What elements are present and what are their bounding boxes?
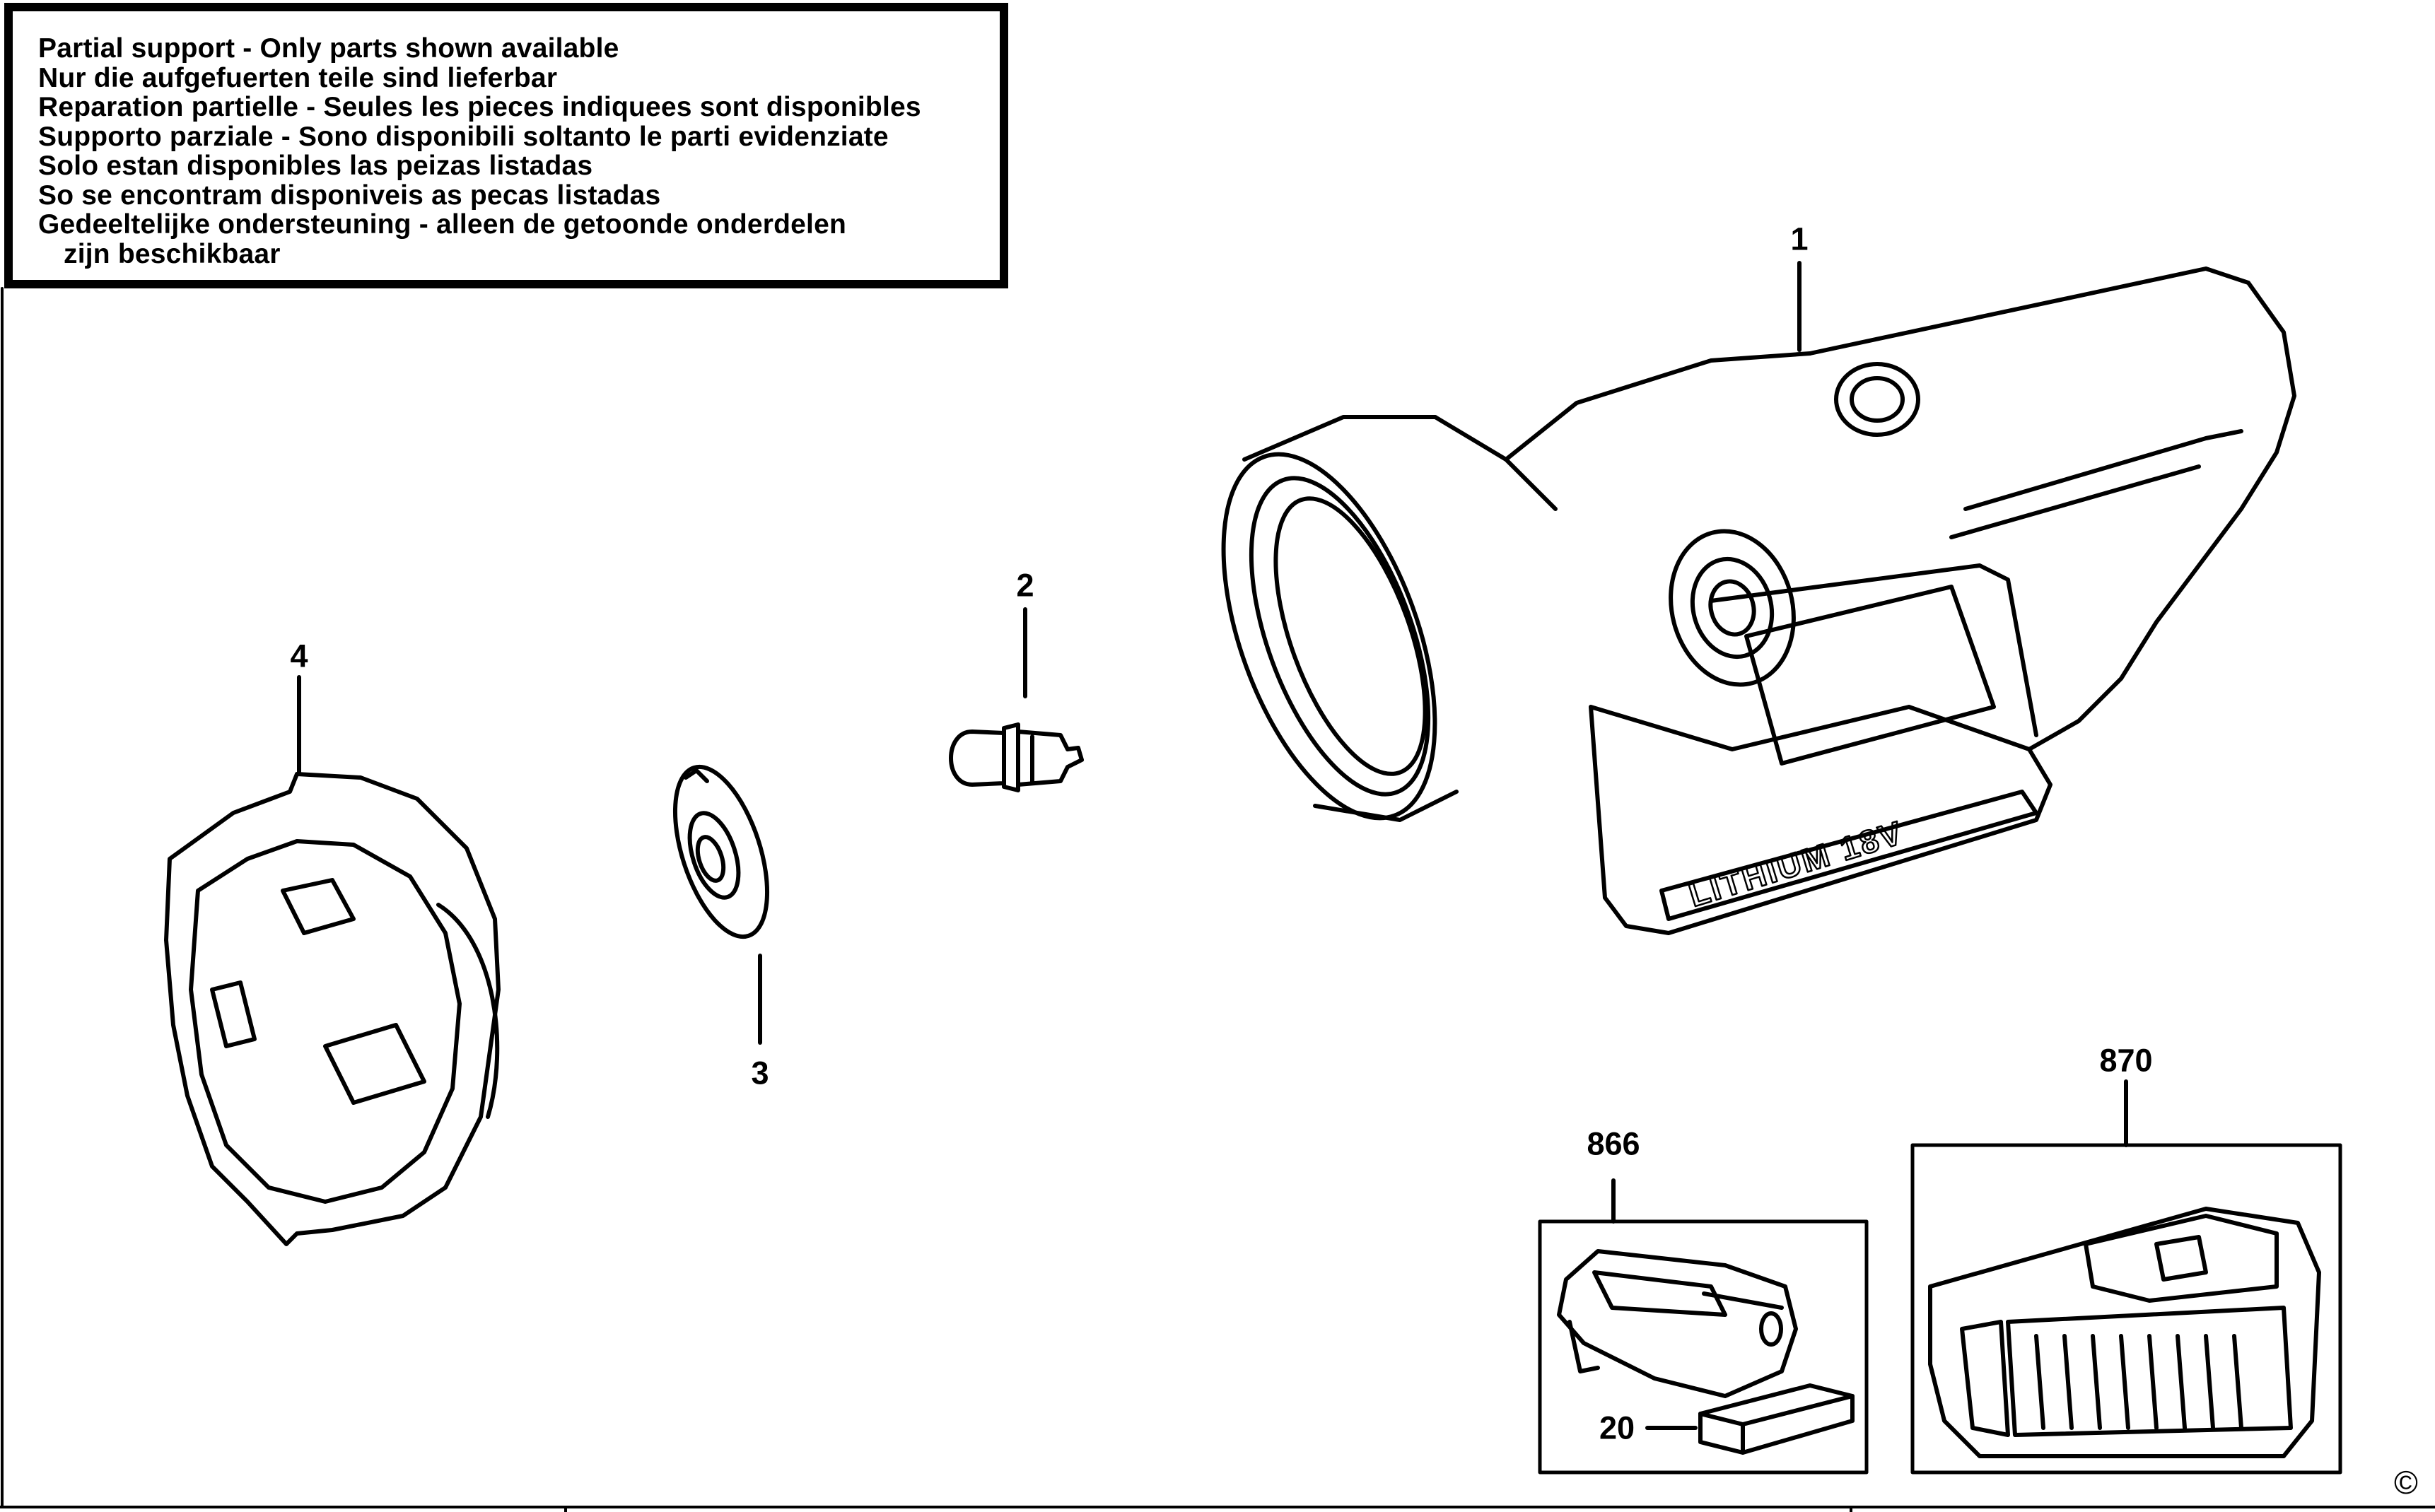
part-label-2: 2 — [1016, 567, 1034, 604]
battery-pack-box — [1538, 1219, 1869, 1475]
partial-support-notice: Partial support - Only parts shown avail… — [4, 3, 1008, 288]
notice-line-en: Partial support - Only parts shown avail… — [38, 33, 619, 64]
lithium-18v-marking: LITHIUM 18V — [1685, 814, 1908, 914]
notice-line-nl: Gedeeltelijke ondersteuning - alleen de … — [38, 209, 847, 240]
battery-pack-drawing — [1557, 1249, 1798, 1398]
part-label-866: 866 — [1587, 1125, 1640, 1162]
notice-line-fr: Reparation partielle - Seules les pieces… — [38, 92, 921, 122]
notice-line-pt: So se encontram disponiveis as pecas lis… — [38, 180, 661, 211]
copyright-symbol: © — [2394, 1464, 2418, 1501]
part-20-drawing — [1698, 1383, 1855, 1455]
notice-line-it: Supporto parziale - Sono disponibili sol… — [38, 121, 889, 152]
reflector-holder-drawing — [672, 764, 770, 939]
part-label-3: 3 — [751, 1055, 769, 1091]
charger-drawing — [1928, 1207, 2321, 1458]
lens-cap-ring-drawing — [164, 772, 501, 1246]
part-label-870: 870 — [2099, 1042, 2153, 1079]
notice-line-nl-cont: zijn beschikbaar — [64, 238, 281, 269]
notice-line-de: Nur die aufgefuerten teile sind lieferba… — [38, 62, 558, 93]
charger-box — [1910, 1143, 2342, 1475]
part-label-4: 4 — [290, 638, 308, 674]
part-label-1: 1 — [1790, 221, 1809, 257]
bulb-drawing — [949, 722, 1084, 792]
flashlight-body-drawing — [1221, 266, 2296, 935]
part-label-20: 20 — [1599, 1410, 1635, 1446]
notice-line-es: Solo estan disponibles las peizas listad… — [38, 151, 593, 181]
